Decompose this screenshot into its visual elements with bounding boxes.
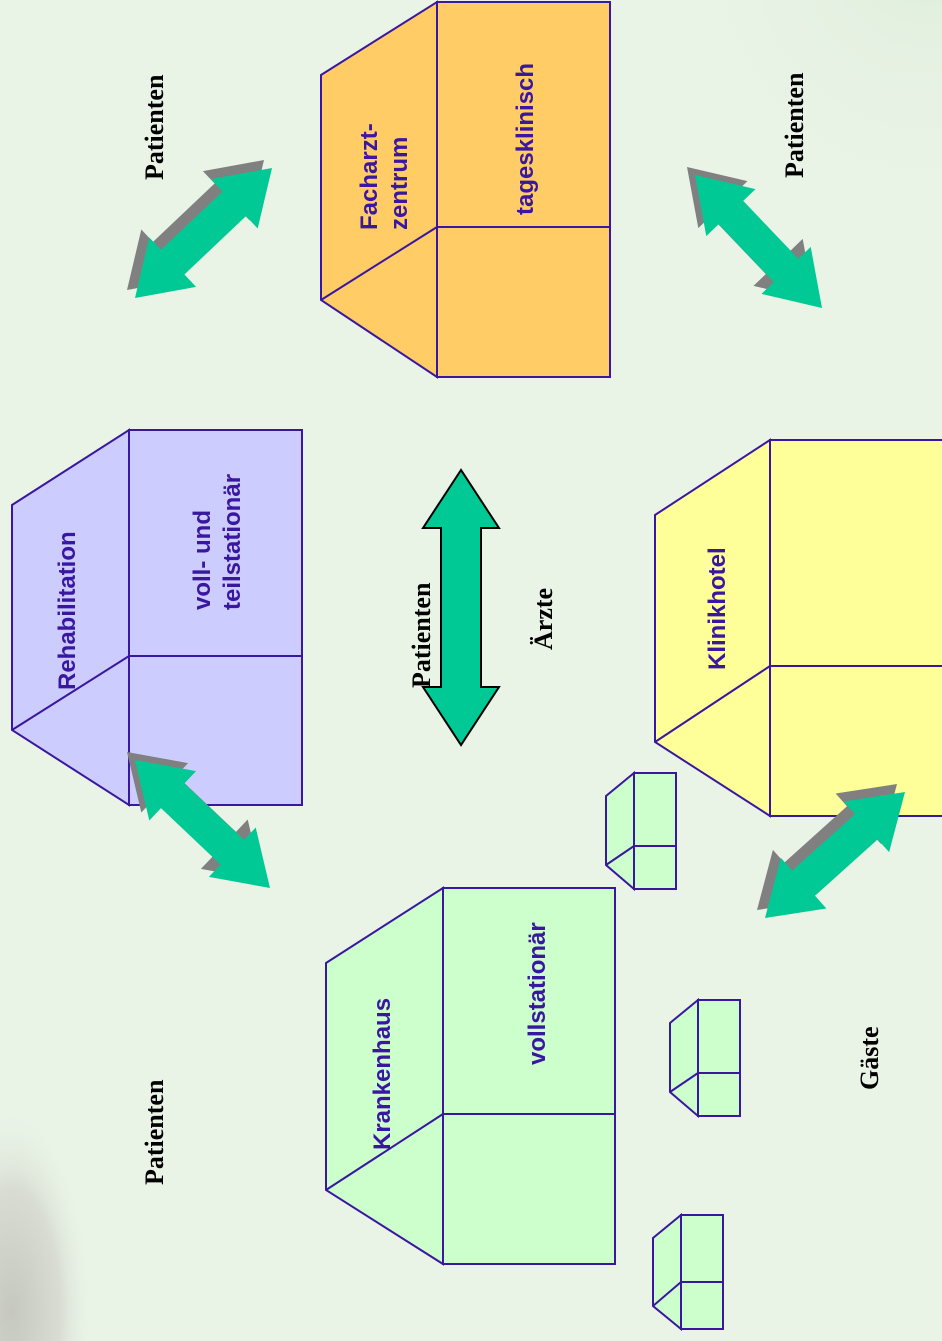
- small-house-3-edge: [652, 1281, 682, 1307]
- facharzt-title-line2: zentrum: [386, 137, 413, 230]
- double-arrow-icon: [135, 760, 270, 888]
- small-house-2: [669, 997, 741, 1119]
- facharzt-roof-edge: [320, 226, 438, 301]
- rehab-body: [128, 429, 303, 806]
- small-house-1: [605, 770, 677, 892]
- facharzt-title-line1: Facharzt-: [356, 123, 383, 230]
- arrows-layer: [127, 160, 905, 918]
- arrow-center-label-left: Patienten: [407, 582, 436, 688]
- rehab-sub-line2: teilstationär: [219, 474, 246, 610]
- house-icon: [633, 772, 677, 890]
- building-klinikhotel: Klinikhotel: [654, 438, 942, 818]
- krankenhaus-title: Krankenhaus: [369, 998, 396, 1150]
- double-arrow-icon: [695, 175, 822, 308]
- facharzt-sub: tagesklinisch: [512, 63, 539, 215]
- house-icon: [680, 1214, 724, 1330]
- arrow-bottom-left-label: Patienten: [140, 1079, 169, 1185]
- small-house-1-edge: [605, 845, 635, 866]
- arrow-bottom-right-label: Gäste: [855, 1026, 884, 1090]
- building-rehabilitation: Rehabilitation voll- und teilstationär: [11, 428, 303, 807]
- facharzt-roof: [320, 0, 438, 379]
- house-icon: [697, 999, 741, 1117]
- small-house-3: [652, 1212, 724, 1332]
- rehab-title: Rehabilitation: [54, 531, 81, 690]
- building-krankenhaus: Krankenhaus vollstationär: [325, 886, 616, 1266]
- rehab-sub-line1: voll- und: [189, 510, 216, 610]
- klinikhotel-title: Klinikhotel: [704, 547, 731, 670]
- arrow-center-label-right: Ärzte: [529, 588, 558, 650]
- klinikhotel-roof-edge: [654, 665, 771, 743]
- rehab-roof-edge: [11, 655, 130, 731]
- building-facharztzentrum: Facharzt- zentrum tagesklinisch: [320, 0, 611, 379]
- double-arrow-icon: [135, 168, 272, 298]
- small-house-2-edge: [669, 1072, 699, 1093]
- krankenhaus-roof-edge: [325, 1113, 444, 1191]
- double-arrow-icon: [765, 792, 905, 918]
- arrow-top-right-label: Patienten: [780, 72, 809, 178]
- arrow-top-left-label: Patienten: [140, 74, 169, 180]
- krankenhaus-sub: vollstationär: [524, 922, 551, 1065]
- klinikhotel-body: [769, 439, 942, 817]
- double-arrow-icon: [421, 468, 501, 747]
- background-engraving: [0, 760, 231, 1341]
